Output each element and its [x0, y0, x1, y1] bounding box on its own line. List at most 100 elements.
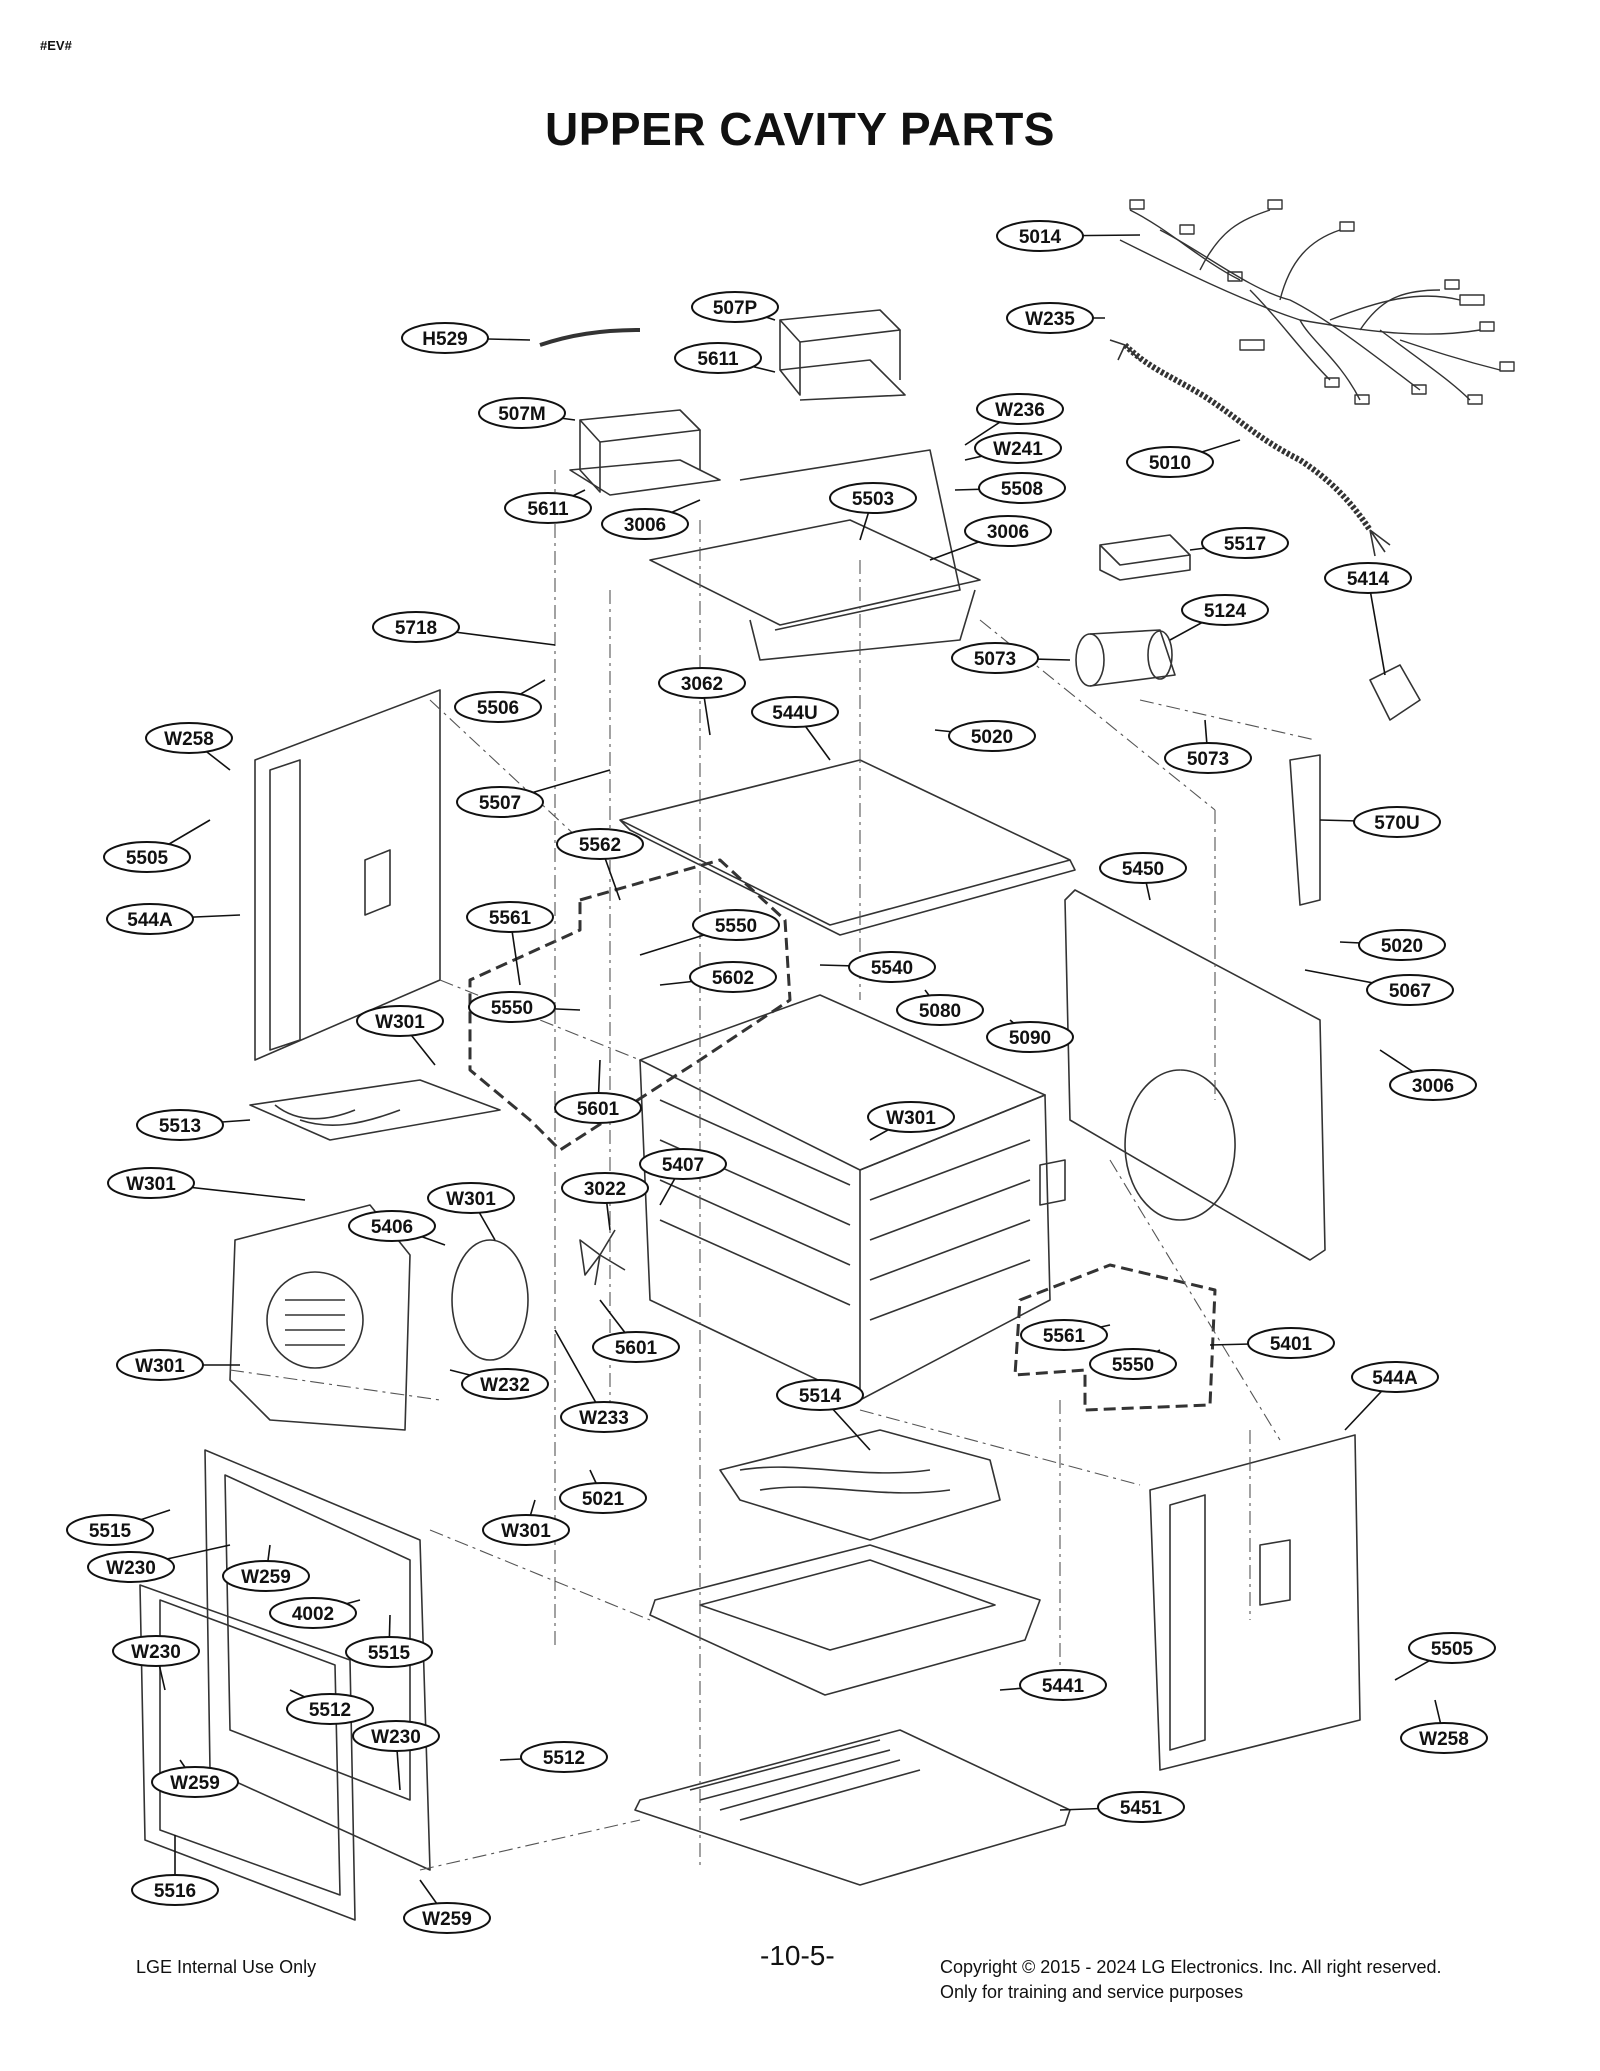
callout-ellipse [1019, 1669, 1107, 1701]
callout-label: W259 [241, 1567, 291, 1588]
top-bracket-drawing [649, 449, 1191, 661]
callout-label: 5503 [852, 489, 894, 510]
callout-3062: 3062 [658, 667, 746, 736]
callout-w259: W259 [403, 1879, 491, 1934]
callout-label: 5602 [712, 968, 754, 989]
callout-ellipse [639, 1148, 727, 1180]
callout-label: 5517 [1224, 534, 1266, 555]
front-frame-drawing [204, 1449, 431, 1871]
callout-label: 5073 [1187, 749, 1229, 770]
callout-ellipse [978, 472, 1066, 504]
callout-w258: W258 [145, 722, 233, 771]
right-panel-lower-drawing [1149, 1434, 1361, 1771]
callout-5080: 5080 [896, 989, 984, 1026]
callout-5414: 5414 [1324, 562, 1412, 676]
callout-5562: 5562 [556, 828, 644, 901]
callout-label: 5505 [1431, 1639, 1474, 1660]
callout-label: W301 [501, 1521, 551, 1542]
callout-ellipse [1366, 974, 1454, 1006]
fan-blade-drawing [579, 1229, 626, 1286]
callout-ellipse [403, 1902, 491, 1934]
sensor-group-lower-drawing [1013, 1263, 1217, 1412]
callout-5513: 5513 [136, 1109, 251, 1141]
callout-label: 5407 [662, 1155, 704, 1176]
callout-ellipse [107, 1167, 195, 1199]
callout-w230: W230 [352, 1720, 440, 1791]
callout-ellipse [560, 1401, 648, 1433]
callout-5515: 5515 [345, 1614, 433, 1668]
callout-label: 5441 [1042, 1676, 1085, 1697]
purpose-line: Only for training and service purposes [940, 1982, 1244, 2002]
callout-5090: 5090 [986, 1019, 1074, 1053]
footer-internal-notice: LGE Internal Use Only [136, 1957, 317, 1977]
floor-plate-5451-drawing [634, 1729, 1071, 1886]
callout-label: 5450 [1122, 859, 1164, 880]
callout-label: 544A [127, 910, 173, 931]
callout-3006: 3006 [601, 499, 701, 540]
callout-label: 5718 [395, 618, 437, 639]
wire-harness-drawing [1119, 199, 1515, 405]
callout-label: 5611 [527, 499, 569, 520]
callout-ellipse [554, 1092, 642, 1124]
callout-label: 5515 [89, 1521, 132, 1542]
callout-label: 5021 [582, 1489, 625, 1510]
callout-ellipse [468, 991, 556, 1023]
callout-label: 5014 [1019, 227, 1062, 248]
callout-label: W258 [1419, 1729, 1469, 1750]
callout-ellipse [674, 342, 762, 374]
cover-boxes-drawing [569, 309, 906, 496]
callout-label: 5010 [1149, 453, 1191, 474]
callout-ellipse [561, 1172, 649, 1204]
callout-label: 544A [1372, 1368, 1418, 1389]
callout-5010: 5010 [1126, 439, 1241, 478]
footer-copyright-block: Copyright © 2015 - 2024 LG Electronics. … [940, 1955, 1442, 2005]
page-number: -10-5- [760, 1940, 835, 1971]
callout-label: 5090 [1009, 1028, 1051, 1049]
callout-label: 5512 [543, 1748, 585, 1769]
callout-ellipse [103, 841, 191, 873]
callout-ellipse [112, 1635, 200, 1667]
callout-ellipse [482, 1514, 570, 1546]
callout-label: 4002 [292, 1604, 334, 1625]
callout-label: 507P [713, 298, 758, 319]
callout-label: 5540 [871, 958, 913, 979]
callout-label: 5080 [919, 1001, 961, 1022]
callout-5407: 5407 [639, 1148, 727, 1206]
callout-ellipse [478, 397, 566, 429]
fan-motor-drawing [1075, 629, 1421, 906]
callout-544a: 544A [106, 903, 241, 935]
callout-w230: W230 [87, 1544, 231, 1583]
callout-label: 5611 [697, 349, 739, 370]
callout-ellipse [356, 1005, 444, 1037]
callout-label: W301 [886, 1108, 936, 1129]
callout-5507: 5507 [456, 769, 611, 818]
callout-5550: 5550 [639, 909, 780, 956]
fan-element-ring-drawing [451, 1239, 529, 1361]
callout-5516: 5516 [131, 1835, 219, 1906]
left-panel-upper-drawing [254, 689, 441, 1061]
callout-5020: 5020 [934, 720, 1036, 752]
callout-label: 5513 [159, 1116, 201, 1137]
callout-w236: W236 [964, 393, 1064, 446]
callout-w301: W301 [116, 1349, 240, 1381]
callout-label: 5507 [479, 793, 521, 814]
callout-ellipse [1358, 929, 1446, 961]
callout-570u: 570U [1319, 806, 1441, 838]
callout-5601: 5601 [592, 1299, 680, 1363]
callout-5561: 5561 [1020, 1319, 1111, 1351]
callout-5611: 5611 [674, 342, 776, 374]
callout-w235: W235 [1006, 302, 1105, 334]
callout-507p: 507P [691, 291, 779, 323]
callout-label: 5601 [577, 1099, 620, 1120]
callout-3022: 3022 [561, 1172, 649, 1231]
callout-w259: W259 [222, 1544, 310, 1592]
callout-label: H529 [422, 329, 467, 350]
callout-5550: 5550 [1089, 1348, 1177, 1380]
callout-ellipse [996, 220, 1084, 252]
callout-label: 5505 [126, 848, 169, 869]
callout-label: 3006 [1412, 1076, 1454, 1097]
callout-label: 5561 [489, 908, 532, 929]
callout-5450: 5450 [1099, 852, 1187, 901]
callout-label: 507M [498, 404, 546, 425]
